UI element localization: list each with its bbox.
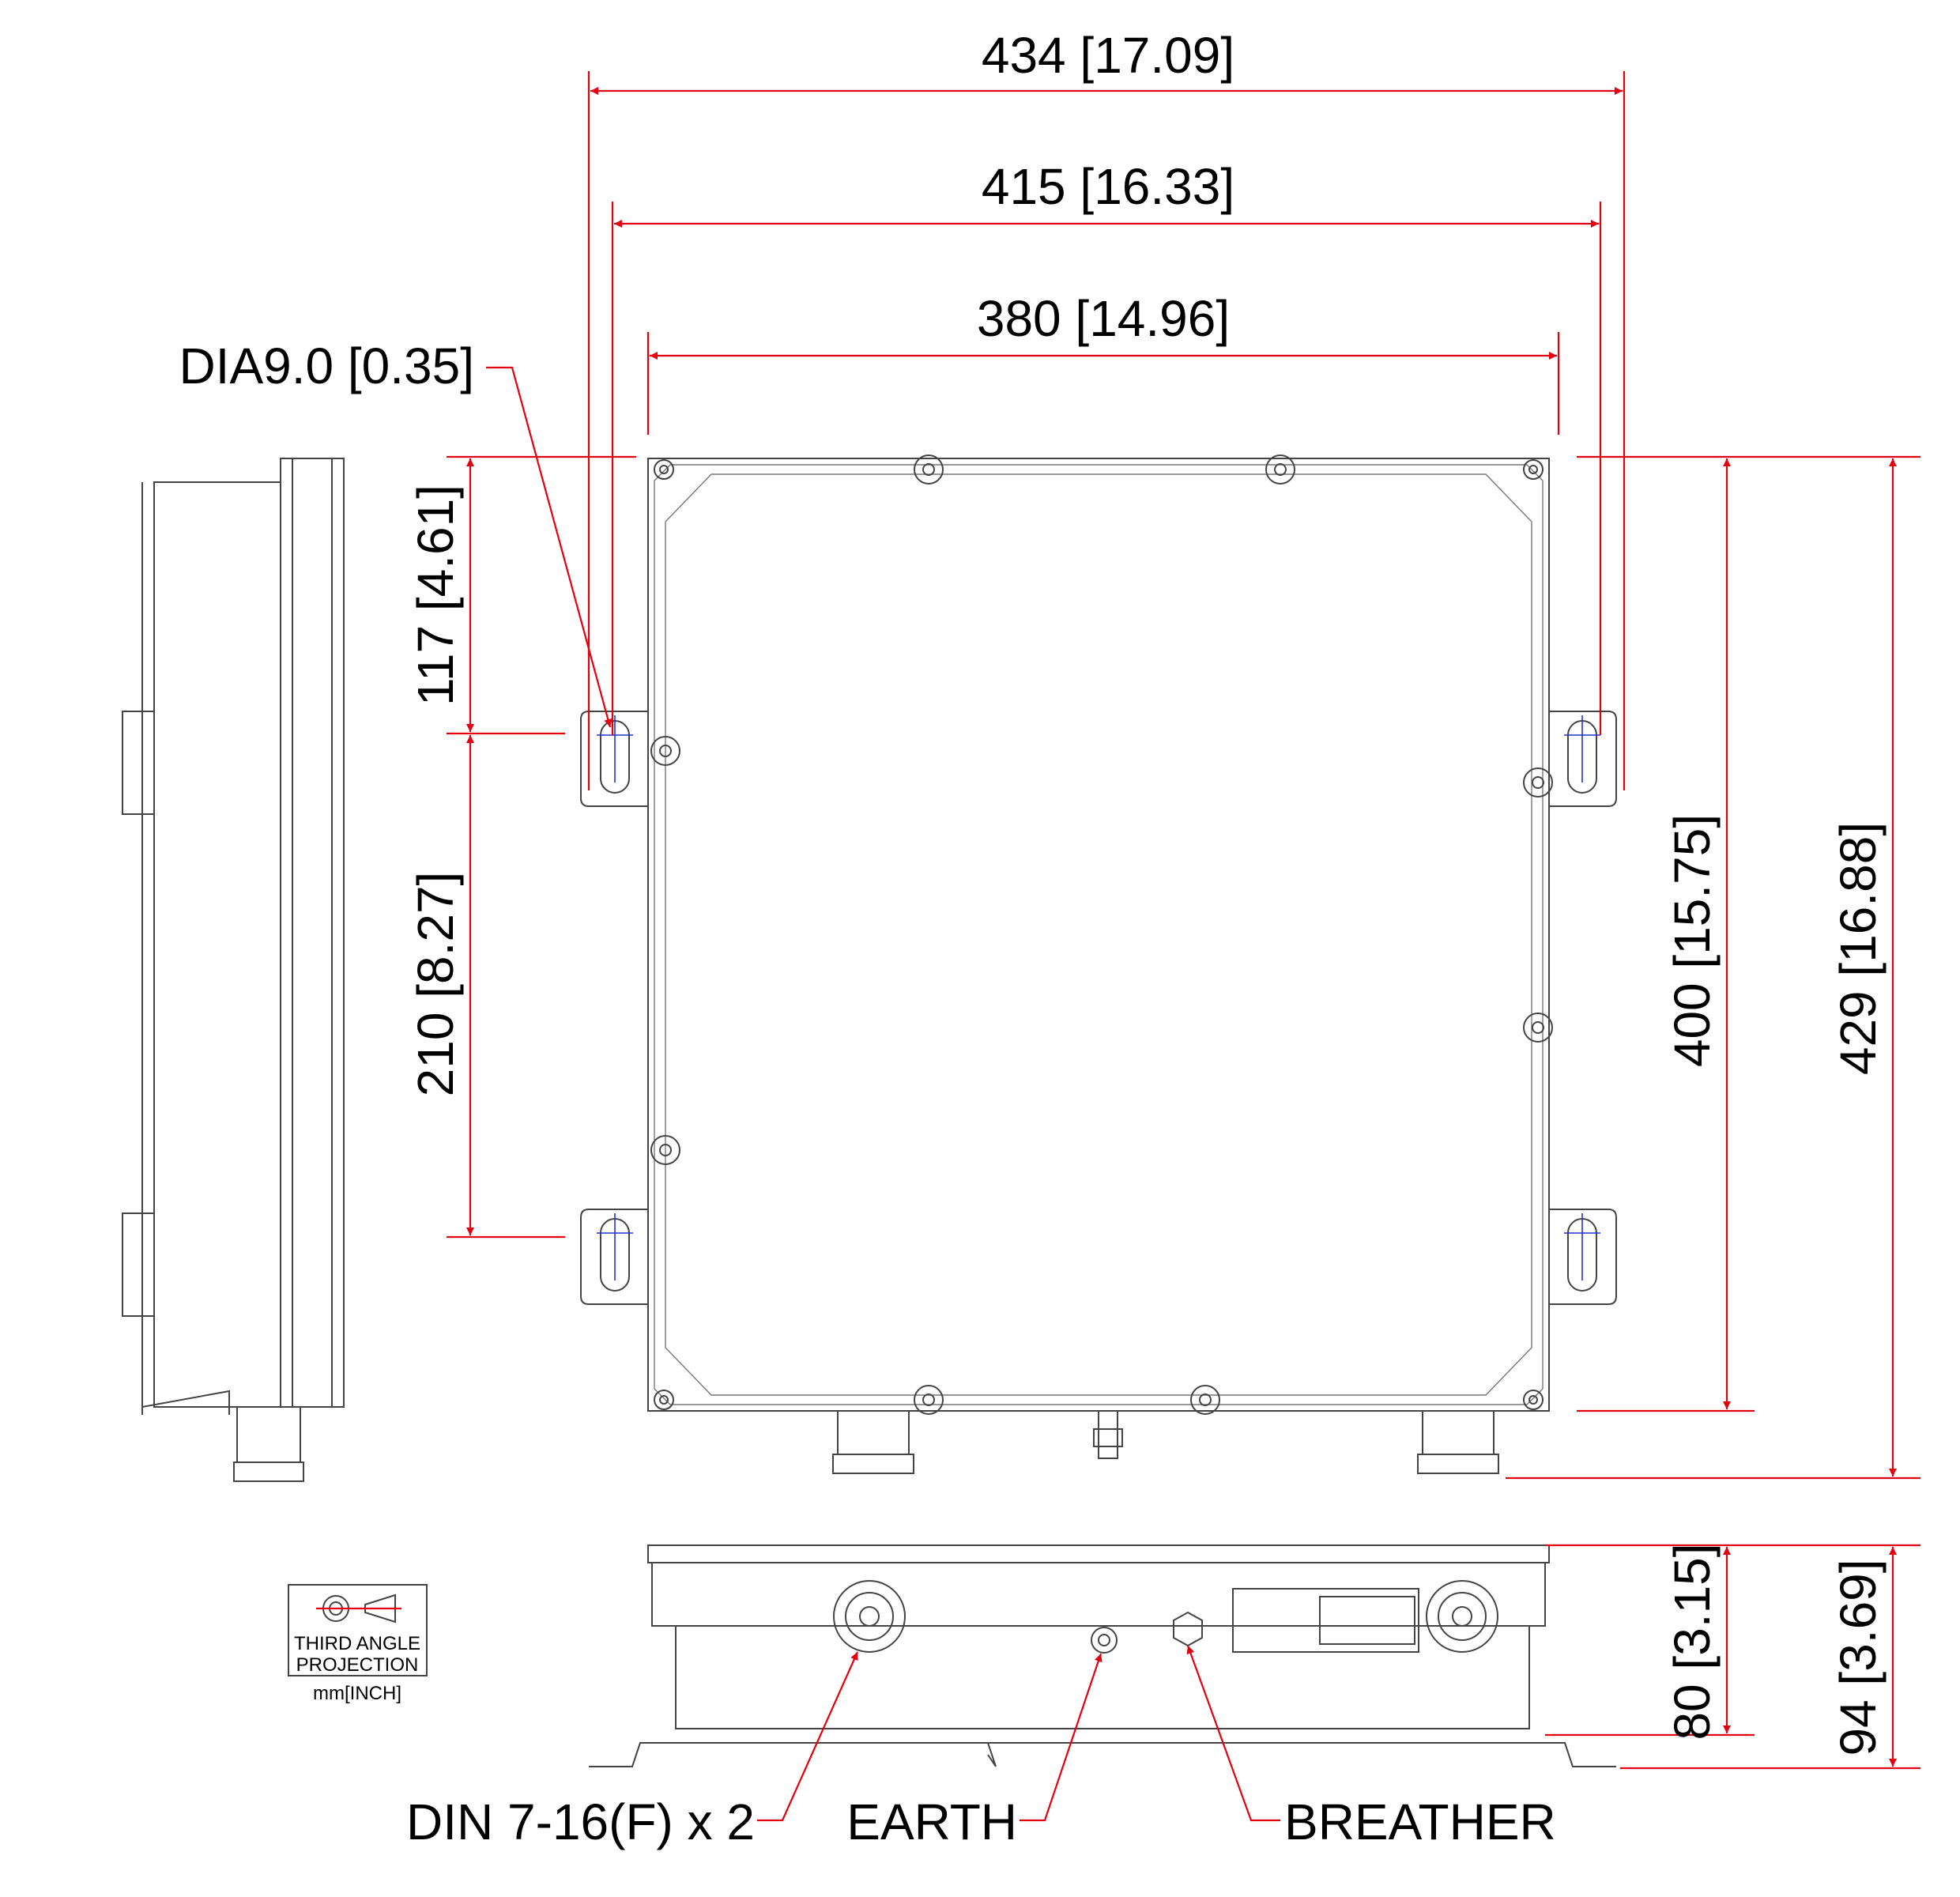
front-view (580, 454, 1617, 1474)
callout-breather: BREATHER (1284, 1793, 1556, 1850)
callout-connector: DIN 7-16(F) x 2 (406, 1793, 755, 1850)
dim-width-body: 380 [14.96] (977, 290, 1230, 347)
dim-height-body: 400 [15.75] (1664, 814, 1721, 1067)
bottom-view (589, 1544, 1616, 1767)
dimension-lines (447, 71, 1920, 1822)
projection-symbol: THIRD ANGLE PROJECTION mm[INCH] (288, 1584, 428, 1704)
dim-hole-spacing: 210 [8.27] (407, 872, 464, 1097)
side-view (122, 458, 345, 1482)
dim-hole-offset-top: 117 [4.61] (407, 485, 464, 706)
dim-width-overall: 434 [17.09] (982, 27, 1234, 84)
dim-depth-overall: 94 [3.69] (1830, 1559, 1886, 1756)
dim-hole-diameter: DIA9.0 [0.35] (179, 338, 474, 394)
units-note: mm[INCH] (313, 1683, 401, 1704)
dim-depth-body: 80 [3.15] (1664, 1543, 1721, 1740)
callout-earth: EARTH (846, 1793, 1017, 1850)
dim-height-overall: 429 [16.88] (1830, 822, 1886, 1075)
projection-line1: THIRD ANGLE (294, 1633, 420, 1654)
dim-width-mounting: 415 [16.33] (982, 158, 1234, 215)
projection-line2: PROJECTION (296, 1654, 419, 1676)
